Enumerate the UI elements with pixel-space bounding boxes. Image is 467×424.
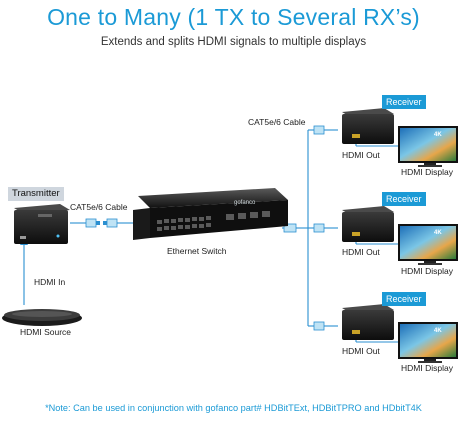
hdmi-display-label: HDMI Display (401, 266, 453, 276)
footnote: *Note: Can be used in conjunction with g… (45, 403, 422, 413)
tx-cable-label: CAT5e/6 Cable (70, 202, 128, 212)
rj45-connector-icon (313, 321, 325, 331)
rj45-connectors (85, 125, 325, 331)
switch-brand-logo: gofanco (234, 200, 256, 206)
transmitter-tag: Transmitter (8, 187, 64, 201)
hdmi-display-1: 4K (398, 126, 458, 167)
display-badge: 4K (434, 328, 442, 334)
ethernet-switch-device (133, 188, 288, 240)
receiver-tag: Receiver (382, 95, 426, 109)
rj45-connector-icon (103, 218, 118, 228)
rj45-connector-icon (313, 125, 325, 135)
hdmi-display-label: HDMI Display (401, 363, 453, 373)
display-badge: 4K (434, 230, 442, 236)
hdmi-display-3: 4K (398, 322, 458, 363)
hdmi-source-device (2, 309, 82, 326)
hdmi-display-2: 4K (398, 224, 458, 265)
page-subtitle: Extends and splits HDMI signals to multi… (100, 36, 367, 48)
receiver-tag: Receiver (382, 192, 426, 206)
receiver-device-2 (342, 206, 394, 242)
connection-lines (23, 129, 398, 343)
receiver-device-1 (342, 108, 394, 144)
hdmi-out-label: HDMI Out (342, 150, 380, 160)
rj45-connector-icon (85, 218, 100, 228)
hdmi-source-label: HDMI Source (20, 327, 72, 337)
rj45-connector-icon (283, 223, 297, 233)
hdmi-display-label: HDMI Display (401, 167, 453, 177)
hdmi-in-label: HDMI In (34, 277, 66, 287)
rj45-connector-icon (313, 223, 325, 233)
hdmi-out-label: HDMI Out (342, 247, 380, 257)
transmitter-device (14, 204, 70, 244)
display-badge: 4K (434, 132, 442, 138)
page-title: One to Many (1 TX to Several RX’s) (47, 4, 420, 30)
ethernet-switch-label: Ethernet Switch (167, 246, 227, 256)
rx-cable-label: CAT5e/6 Cable (248, 117, 306, 127)
receiver-device-3 (342, 304, 394, 340)
hdmi-out-label: HDMI Out (342, 346, 380, 356)
receiver-tag: Receiver (382, 292, 426, 306)
